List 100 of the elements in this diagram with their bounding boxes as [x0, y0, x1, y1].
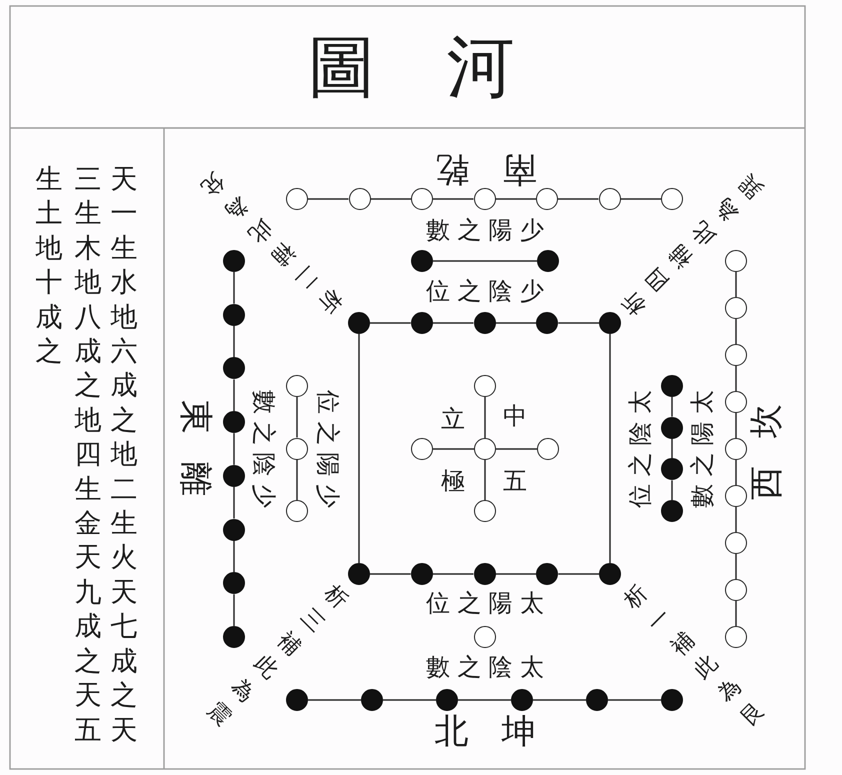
filled-dot	[223, 626, 245, 648]
filled-dot	[661, 416, 683, 439]
center-character: 極	[441, 469, 465, 497]
hollow-circle	[474, 626, 496, 648]
link-line	[620, 198, 661, 200]
filled-dot	[223, 304, 245, 326]
filled-dot	[661, 500, 683, 522]
filled-dot	[410, 563, 433, 585]
hollow-circle	[725, 250, 747, 272]
filled-dot	[599, 563, 621, 585]
hollow-circle	[725, 532, 747, 554]
link-line	[558, 198, 598, 200]
hollow-circle	[411, 438, 433, 460]
link-line	[432, 573, 474, 575]
filled-dot	[474, 312, 496, 334]
corner-note: 析四補此為巽	[616, 169, 768, 322]
link-line	[484, 460, 486, 500]
hollow-circle	[537, 438, 559, 460]
number-label: 位之陰少	[426, 279, 544, 307]
link-line	[308, 699, 361, 701]
corner-note: 析一補此為艮	[618, 579, 770, 732]
link-line	[496, 573, 536, 575]
link-line	[608, 699, 661, 701]
filled-dot	[536, 563, 558, 585]
filled-dot	[536, 312, 558, 334]
filled-dot	[661, 458, 683, 480]
filled-dot	[286, 689, 308, 711]
direction-label: 東 離	[176, 400, 215, 496]
filled-dot	[586, 689, 608, 711]
link-line	[458, 699, 511, 701]
link-line	[735, 272, 737, 297]
filled-dot	[223, 250, 245, 272]
link-line	[533, 699, 586, 701]
number-label: 數之陽少	[426, 218, 544, 246]
filled-dot	[410, 312, 433, 334]
number-label: 位之陽少	[312, 390, 340, 508]
hollow-circle	[474, 500, 496, 522]
verse-column: 三生木地八成之地四生金天九成之天五	[74, 162, 102, 747]
hollow-circle	[725, 391, 747, 413]
link-line	[308, 198, 348, 200]
link-line	[484, 397, 486, 438]
filled-dot	[511, 689, 533, 711]
link-line	[233, 540, 235, 572]
hollow-circle	[536, 188, 558, 210]
hollow-circle	[348, 188, 370, 210]
link-line	[433, 448, 474, 450]
link-line	[735, 507, 737, 532]
number-label: 數之陰太	[426, 655, 544, 683]
filled-dot	[348, 312, 370, 334]
filled-dot	[661, 689, 683, 711]
filled-dot	[348, 563, 370, 585]
link-line	[296, 460, 298, 500]
link-line	[358, 334, 360, 563]
number-label: 位之陽太	[426, 591, 544, 619]
number-label: 數之陰少	[248, 390, 276, 508]
filled-dot	[223, 357, 245, 380]
hollow-circle	[411, 188, 433, 210]
link-line	[496, 322, 536, 324]
hollow-circle	[725, 485, 747, 507]
direction-label: 西 坎	[747, 404, 786, 500]
link-line	[496, 198, 536, 200]
hollow-circle	[474, 375, 496, 397]
link-line	[671, 480, 673, 500]
link-line	[370, 198, 411, 200]
filled-dot	[223, 518, 245, 541]
link-line	[296, 397, 298, 438]
filled-dot	[223, 572, 245, 594]
link-line	[735, 460, 737, 485]
link-line	[671, 438, 673, 458]
direction-label: 南 乾	[436, 150, 536, 189]
hollow-circle	[474, 438, 496, 460]
hollow-circle	[725, 344, 747, 366]
verse-column: 生土地十成之	[36, 162, 62, 368]
link-line	[558, 573, 599, 575]
hollow-circle	[474, 188, 496, 210]
number-label: 數之陽太	[690, 390, 718, 508]
link-line	[233, 486, 235, 519]
hollow-circle	[598, 188, 620, 210]
link-line	[671, 397, 673, 417]
hollow-circle	[286, 375, 308, 397]
filled-dot	[436, 689, 458, 711]
center-character: 中	[503, 404, 527, 432]
link-line	[233, 433, 235, 465]
link-line	[735, 601, 737, 626]
filled-dot	[537, 250, 559, 272]
link-line	[433, 198, 474, 200]
diagram-title: 圖河	[308, 28, 514, 106]
verse-column: 天一生水地六成之地二生火天七成之天	[110, 162, 138, 747]
filled-dot	[223, 464, 245, 487]
link-line	[233, 272, 235, 304]
filled-dot	[223, 411, 245, 434]
hollow-circle	[725, 579, 747, 601]
hollow-circle	[725, 438, 747, 460]
link-line	[735, 413, 737, 438]
corner-note: 析二補此為兌	[196, 167, 348, 320]
link-line	[370, 573, 411, 575]
link-line	[609, 334, 611, 563]
link-line	[383, 699, 436, 701]
link-line	[496, 448, 537, 450]
hollow-circle	[286, 438, 308, 460]
